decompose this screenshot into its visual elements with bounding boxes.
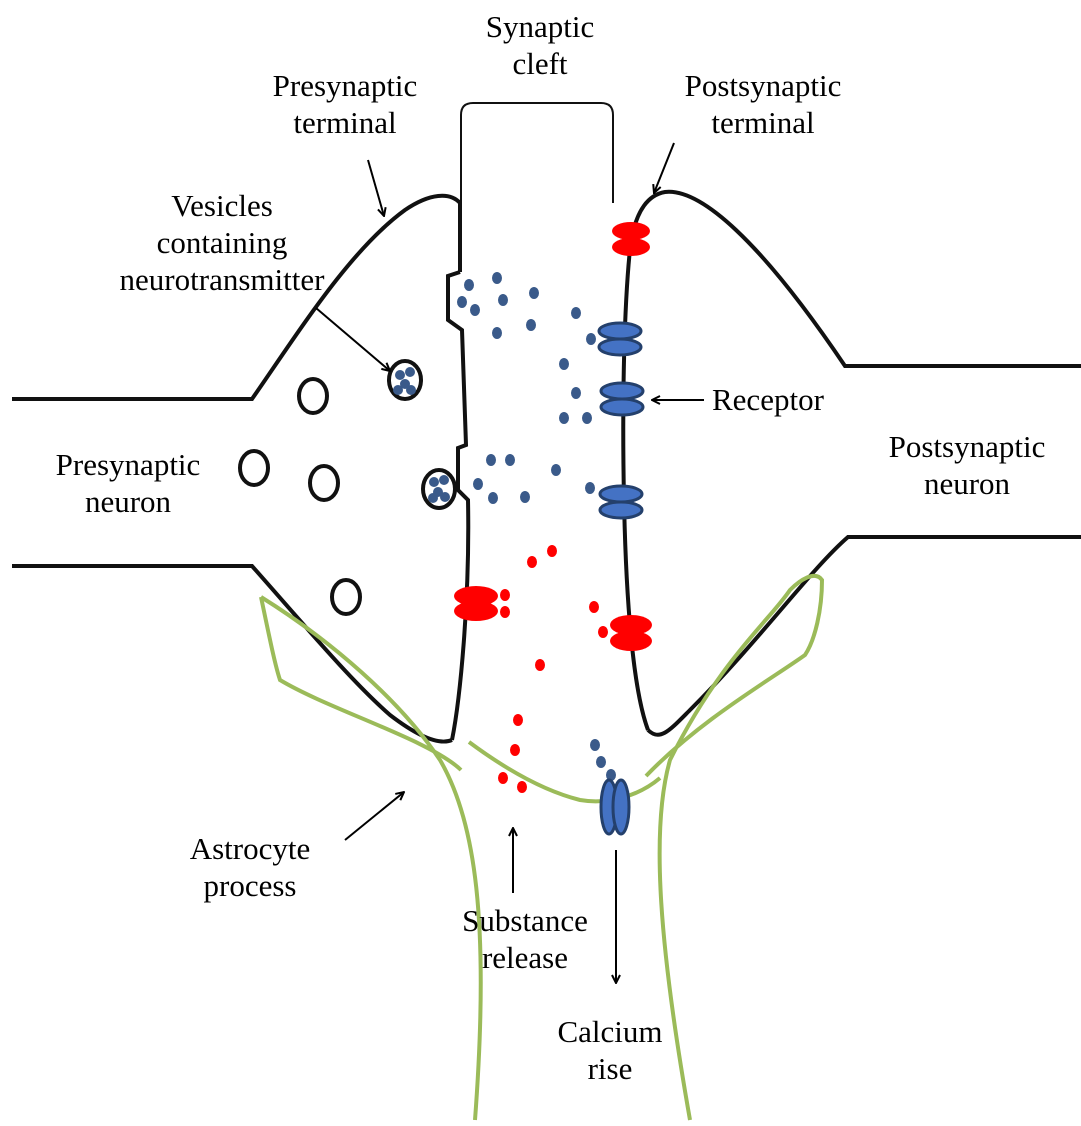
presynaptic-membrane-bottom xyxy=(12,566,452,742)
vesicles-label: Vesicles containing neurotransmitter xyxy=(102,187,342,298)
astrocyte-channel xyxy=(601,780,629,834)
filled-vesicle-upper xyxy=(389,361,421,399)
receptor xyxy=(601,383,643,415)
substance-release-label: Substance release xyxy=(435,902,615,976)
calcium-rise-label: Calcium rise xyxy=(525,1013,695,1087)
postsynaptic-membrane-top xyxy=(631,192,1081,366)
receptor xyxy=(599,323,641,355)
arrow-presynaptic-terminal xyxy=(368,160,384,216)
presynaptic-membrane-cleft xyxy=(448,272,468,740)
postsynaptic-membrane-bottom xyxy=(648,537,1081,735)
arrow-postsynaptic-terminal xyxy=(654,143,674,193)
arrow-astrocyte-process xyxy=(345,792,404,840)
vesicle xyxy=(240,451,268,485)
postsynaptic-terminal-label: Postsynaptic terminal xyxy=(658,67,868,141)
red-channel-postsynaptic-top xyxy=(612,222,650,256)
annotation-arrows xyxy=(316,143,704,983)
red-channel-presynaptic xyxy=(454,586,498,621)
filled-vesicle-lower xyxy=(423,470,455,508)
synaptic-cleft-bracket xyxy=(461,103,613,203)
postsynaptic-neuron-label: Postsynaptic neuron xyxy=(862,428,1072,502)
receptor-label: Receptor xyxy=(712,381,862,418)
astrocyte-process-label: Astrocyte process xyxy=(165,830,335,904)
vesicle xyxy=(332,580,360,614)
vesicle xyxy=(299,379,327,413)
arrow-vesicles xyxy=(316,308,390,371)
synaptic-cleft-label: Synaptic cleft xyxy=(460,8,620,82)
presynaptic-neuron-label: Presynaptic neuron xyxy=(28,446,228,520)
substance-particles xyxy=(498,545,608,793)
vesicle xyxy=(310,466,338,500)
receptor xyxy=(600,486,642,518)
red-channel-postsynaptic-bottom xyxy=(610,615,652,651)
presynaptic-terminal-label: Presynaptic terminal xyxy=(245,67,445,141)
neurotransmitter-particles xyxy=(457,272,616,781)
empty-vesicles xyxy=(240,379,360,614)
